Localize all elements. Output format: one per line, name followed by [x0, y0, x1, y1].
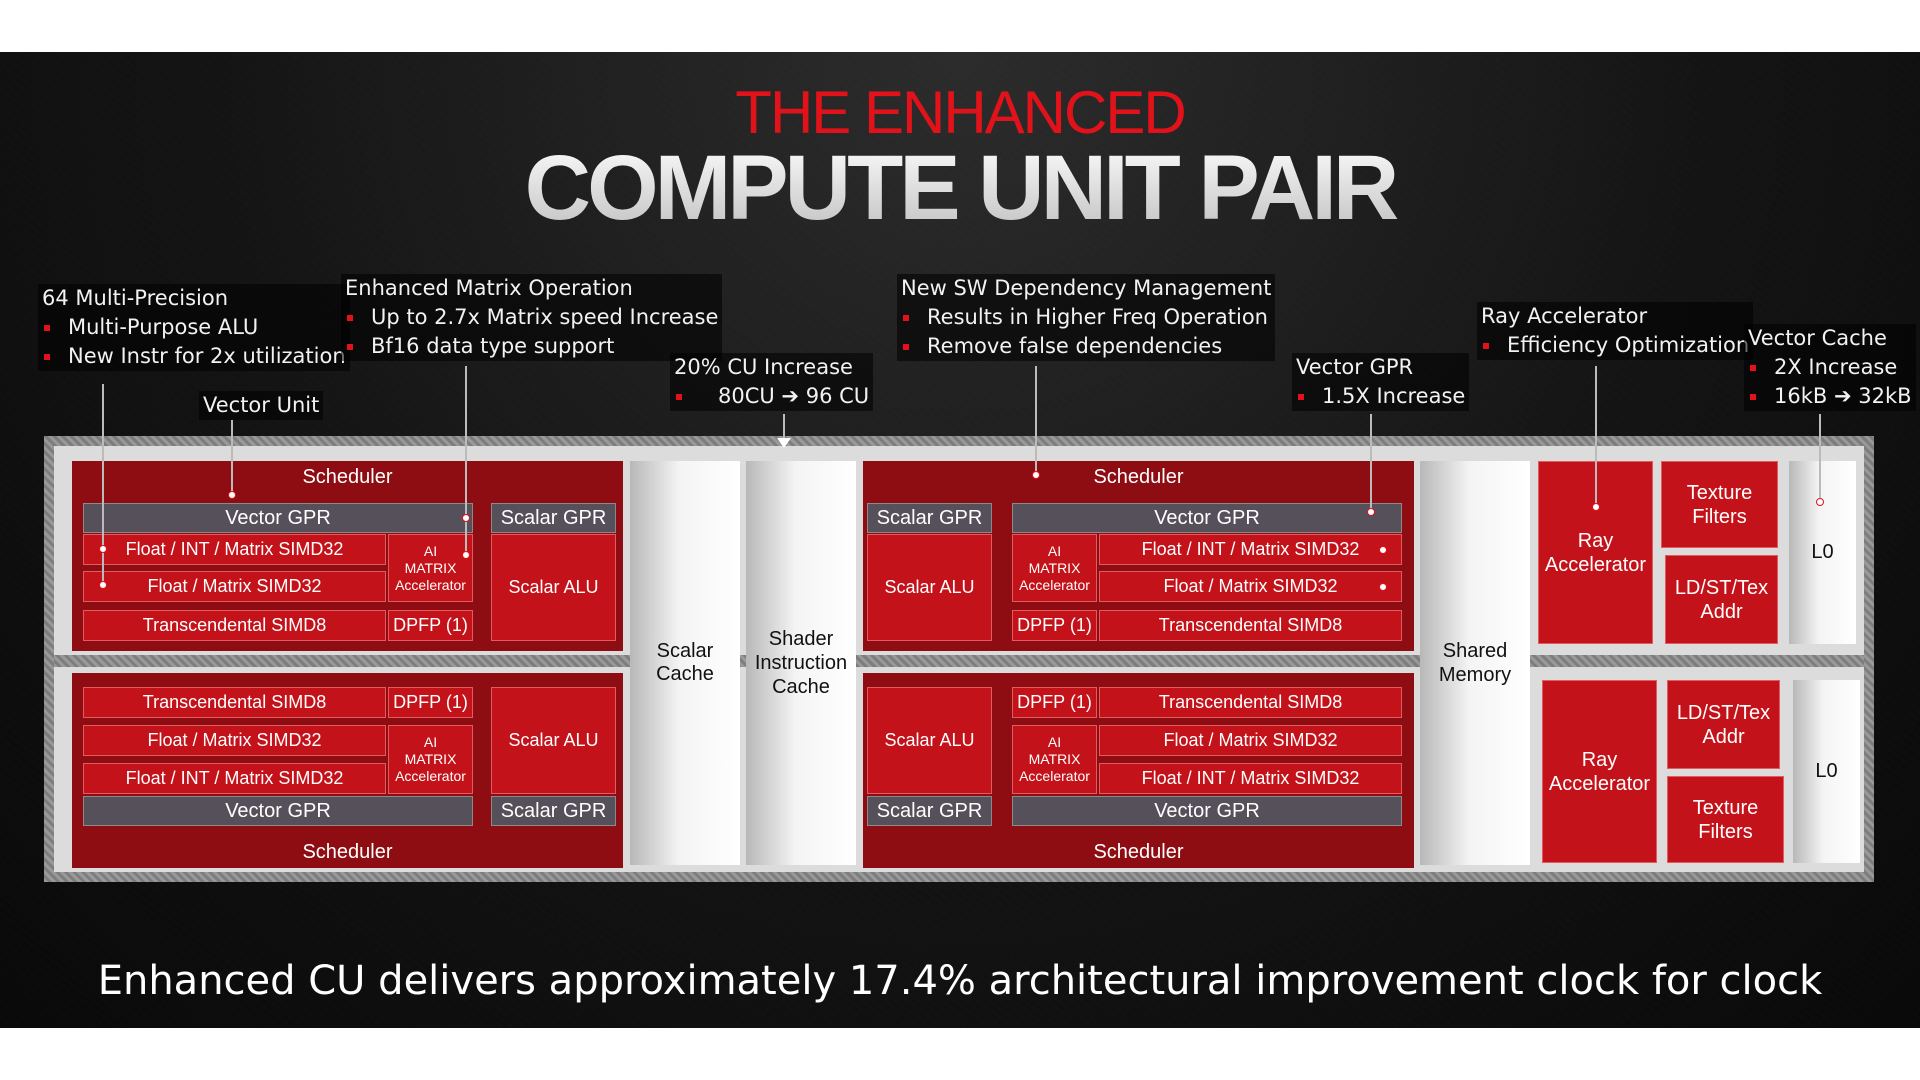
simd8-transcendental: Transcendental SIMD8 [83, 610, 386, 641]
simd8-transcendental: Transcendental SIMD8 [1099, 610, 1402, 641]
callout-cu-increase: 20% CU Increase 80CU ➔ 96 CU [670, 353, 874, 411]
callout-multi-precision: 64 Multi-Precision Multi-Purpose ALU New… [38, 284, 350, 371]
simd32-float-matrix: Float / Matrix SIMD32 [83, 571, 386, 602]
simd32-float-matrix: Float / Matrix SIMD32 [1099, 725, 1402, 756]
vector-gpr: Vector GPR [83, 503, 473, 533]
leader-dot [228, 491, 236, 499]
callout-sw-dependency: New SW Dependency Management Results in … [897, 274, 1276, 361]
callout-ray-accelerator: Ray Accelerator Efficiency Optimization [1477, 302, 1754, 360]
callout-item: 2X Increase [1748, 353, 1912, 382]
vector-gpr: Vector GPR [1012, 796, 1402, 826]
dpfp: DPFP (1) [1012, 687, 1097, 718]
leader-line [783, 414, 785, 444]
callout-heading: Ray Accelerator [1481, 304, 1648, 328]
callout-vector-gpr: Vector GPR 1.5X Increase [1292, 353, 1470, 411]
texture-filters: Texture Filters [1661, 461, 1778, 548]
l0-cache: L0 [1793, 680, 1860, 863]
arrow-down-icon [777, 438, 791, 448]
leader-dot [1032, 471, 1040, 479]
callout-heading: Vector GPR [1296, 355, 1414, 379]
scalar-alu: Scalar ALU [491, 687, 616, 794]
scalar-gpr: Scalar GPR [491, 503, 616, 533]
simd32-float-matrix: Float / Matrix SIMD32 [1099, 571, 1402, 602]
callout-heading: Vector Unit [203, 393, 320, 417]
ai-matrix-accelerator: AI MATRIX Accelerator [1012, 534, 1097, 602]
scalar-alu: Scalar ALU [491, 534, 616, 641]
callout-item: Up to 2.7x Matrix speed Increase [345, 303, 718, 332]
scheduler: Scheduler [72, 461, 623, 493]
leader-dot [99, 581, 107, 589]
callout-item: Remove false dependencies [901, 332, 1271, 361]
simd32-float-int-matrix: Float / INT / Matrix SIMD32 [1099, 763, 1402, 794]
callout-item: New Instr for 2x utilization [42, 342, 346, 371]
dpfp: DPFP (1) [1012, 610, 1097, 641]
scalar-gpr: Scalar GPR [867, 796, 992, 826]
scalar-gpr: Scalar GPR [491, 796, 616, 826]
callout-heading: Vector Cache [1748, 326, 1887, 350]
leader-dot [1379, 546, 1387, 554]
leader-dot [1592, 503, 1600, 511]
leader-dot [1367, 508, 1375, 516]
callout-heading: New SW Dependency Management [901, 276, 1272, 300]
leader-line [102, 384, 104, 584]
ray-accelerator: Ray Accelerator [1542, 680, 1657, 863]
leader-line [231, 420, 233, 495]
title-line1: THE ENHANCED [735, 79, 1186, 146]
simd32-float-int-matrix: Float / INT / Matrix SIMD32 [83, 534, 386, 565]
scheduler: Scheduler [72, 836, 623, 868]
ldst-tex-addr: LD/ST/Tex Addr [1667, 680, 1780, 769]
simd8-transcendental: Transcendental SIMD8 [1099, 687, 1402, 718]
leader-line [1819, 414, 1821, 498]
callout-matrix: Enhanced Matrix Operation Up to 2.7x Mat… [341, 274, 723, 361]
callout-item: 16kB ➔ 32kB [1748, 382, 1912, 411]
callout-item: Efficiency Optimization [1481, 331, 1749, 360]
dpfp: DPFP (1) [388, 687, 473, 718]
vector-gpr: Vector GPR [83, 796, 473, 826]
simd8-transcendental: Transcendental SIMD8 [83, 687, 386, 718]
ldst-tex-addr: LD/ST/Tex Addr [1665, 555, 1778, 644]
callout-item: Bf16 data type support [345, 332, 718, 361]
callout-vector-unit: Vector Unit [199, 391, 324, 420]
vector-gpr: Vector GPR [1012, 503, 1402, 533]
simd32-float-int-matrix: Float / INT / Matrix SIMD32 [83, 763, 386, 794]
leader-line [1595, 366, 1597, 504]
callout-heading: 20% CU Increase [674, 355, 853, 379]
scalar-cache: Scalar Cache [630, 461, 740, 865]
l0-cache: L0 [1789, 461, 1856, 644]
scalar-gpr: Scalar GPR [867, 503, 992, 533]
texture-filters: Texture Filters [1667, 776, 1784, 863]
ai-matrix-accelerator: AI MATRIX Accelerator [1012, 725, 1097, 794]
simd32-float-matrix: Float / Matrix SIMD32 [83, 725, 386, 756]
scheduler: Scheduler [863, 461, 1414, 493]
leader-dot [462, 551, 470, 559]
ray-accelerator: Ray Accelerator [1538, 461, 1653, 644]
callout-item: Results in Higher Freq Operation [901, 303, 1271, 332]
leader-dot [99, 545, 107, 553]
leader-line [465, 366, 467, 558]
leader-dot [1379, 583, 1387, 591]
scalar-alu: Scalar ALU [867, 687, 992, 794]
callout-item: 80CU ➔ 96 CU [674, 382, 869, 411]
scheduler: Scheduler [863, 836, 1414, 868]
leader-line [1035, 366, 1037, 473]
ai-matrix-accelerator: AI MATRIX Accelerator [388, 725, 473, 794]
scalar-alu: Scalar ALU [867, 534, 992, 641]
leader-dot [1816, 498, 1824, 506]
cu-pair-divider [54, 655, 1864, 667]
callout-item: Multi-Purpose ALU [42, 313, 346, 342]
callout-heading: 64 Multi-Precision [42, 286, 229, 310]
leader-line [1370, 414, 1372, 512]
callout-vector-cache: Vector Cache 2X Increase 16kB ➔ 32kB [1744, 324, 1916, 411]
callout-heading: Enhanced Matrix Operation [345, 276, 633, 300]
ai-matrix-accelerator: AI MATRIX Accelerator [388, 534, 473, 602]
leader-dot [462, 514, 470, 522]
callout-item: 1.5X Increase [1296, 382, 1465, 411]
shader-instruction-cache: Shader Instruction Cache [746, 461, 856, 865]
simd32-float-int-matrix: Float / INT / Matrix SIMD32 [1099, 534, 1402, 565]
shared-memory: Shared Memory [1420, 461, 1530, 865]
title-line2: COMPUTE UNIT PAIR [0, 136, 1920, 241]
dpfp: DPFP (1) [388, 610, 473, 641]
footer-caption: Enhanced CU delivers approximately 17.4%… [97, 958, 1823, 1004]
